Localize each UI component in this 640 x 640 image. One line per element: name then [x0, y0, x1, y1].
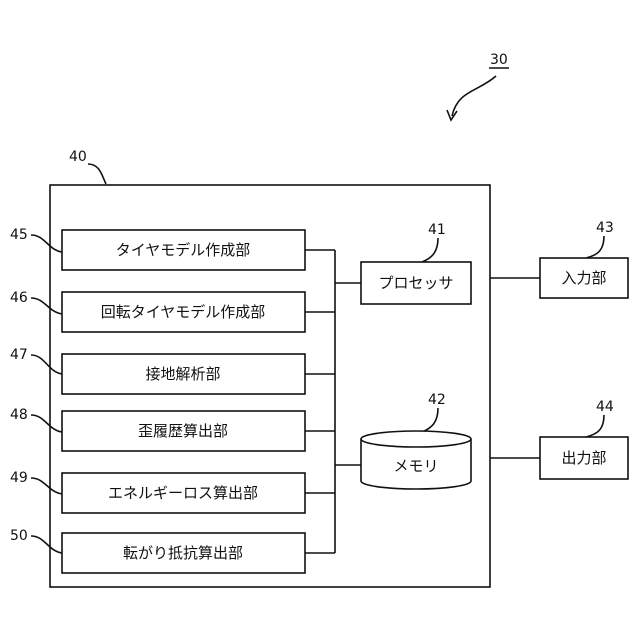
unit-label-45: タイヤモデル作成部 — [116, 241, 251, 259]
memory-label: メモリ — [393, 457, 438, 475]
unit-label-48: 歪履歴算出部 — [138, 422, 228, 440]
unit-ref-46: 46 — [10, 290, 28, 306]
output-label: 出力部 — [561, 449, 606, 467]
processor-ref-label: 41 — [428, 222, 446, 238]
unit-ref-leader-46 — [31, 298, 62, 314]
unit-ref-47: 47 — [10, 347, 28, 363]
bus-lines — [305, 250, 361, 553]
device-ref-leader — [88, 164, 106, 184]
unit-label-50: 転がり抵抗算出部 — [123, 544, 243, 562]
unit-ref-leader-48 — [31, 415, 62, 432]
device-ref-label: 40 — [69, 149, 87, 165]
input-ref-leader — [586, 236, 604, 258]
input-label: 入力部 — [561, 269, 606, 287]
unit-ref-49: 49 — [10, 470, 28, 486]
unit-boxes — [62, 230, 305, 573]
unit-label-46: 回転タイヤモデル作成部 — [101, 303, 266, 321]
unit-ref-leader-49 — [31, 478, 62, 494]
unit-ref-50: 50 — [10, 528, 28, 544]
unit-ref-45: 45 — [10, 227, 28, 243]
unit-ref-leader-45 — [31, 235, 62, 252]
input-ref-label: 43 — [596, 220, 614, 236]
processor-ref-leader — [422, 238, 438, 262]
output-ref-leader — [586, 415, 604, 437]
system-ref-arrow — [452, 76, 496, 116]
unit-label-47: 接地解析部 — [145, 365, 220, 383]
system-ref-label: 30 — [490, 52, 508, 68]
unit-label-49: エネルギーロス算出部 — [108, 484, 258, 502]
output-ref-label: 44 — [596, 399, 614, 415]
unit-ref-48: 48 — [10, 407, 28, 423]
unit-ref-leader-47 — [31, 355, 62, 374]
unit-ref-leader-50 — [31, 536, 62, 553]
memory-ref-label: 42 — [428, 392, 446, 408]
memory-ref-leader — [422, 408, 438, 432]
processor-label: プロセッサ — [378, 274, 453, 292]
